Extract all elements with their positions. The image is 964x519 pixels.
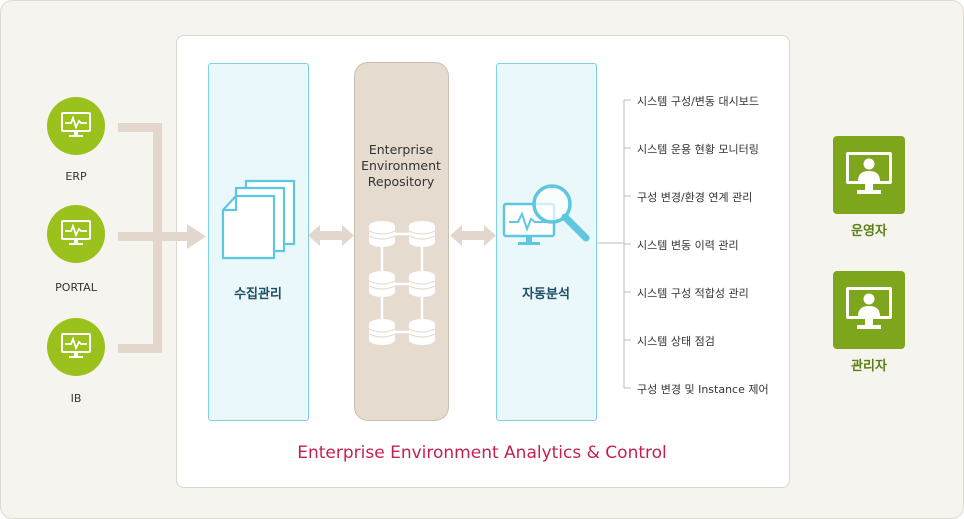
manager-label: 관리자: [851, 359, 887, 374]
operator-label: 운영자: [851, 224, 887, 239]
analysis-title: 자동분석: [522, 287, 570, 302]
repository-title: Enterprise Environment Repository: [353, 142, 449, 190]
monitor-pulse-icon: [61, 220, 91, 245]
erp-connector: [118, 123, 162, 132]
ib-connector: [118, 344, 162, 353]
portal-connector: [118, 232, 162, 241]
documents-icon: [221, 179, 296, 260]
manager-node: [833, 271, 905, 349]
platform-title: Enterprise Environment Analytics & Contr…: [297, 443, 667, 463]
function-item: 시스템 변동 이력 관리: [637, 239, 739, 252]
monitor-pulse-icon: [61, 112, 91, 137]
function-item: 시스템 구성/변동 대시보드: [637, 95, 760, 108]
ib-node: [47, 318, 105, 376]
function-item: 시스템 구성 적합성 관리: [637, 287, 749, 300]
ib-label: IB: [70, 392, 82, 405]
operator-node: [833, 136, 905, 214]
function-bracket: [597, 99, 631, 389]
function-item: 구성 변경/환경 연계 관리: [637, 191, 753, 204]
erp-label: ERP: [65, 170, 87, 183]
portal-label: PORTAL: [55, 281, 97, 294]
analysis-panel: [496, 63, 597, 421]
erp-node: [47, 97, 105, 155]
arrow-right-1: [342, 225, 354, 246]
bus-to-collection: [153, 232, 189, 241]
arrow-left-2: [450, 225, 462, 246]
function-item: 시스템 상태 점검: [637, 335, 715, 348]
repository-title-line-1: Enterprise: [368, 142, 434, 157]
monitor-magnifier-icon: [502, 184, 590, 245]
arrow-left-1: [308, 225, 320, 246]
function-item: 구성 변경 및 Instance 제어: [637, 383, 769, 396]
function-item: 시스템 운용 현황 모니터링: [637, 143, 759, 156]
arrow-right-2: [484, 225, 496, 246]
database-icon: [368, 221, 436, 345]
user-monitor-icon: [846, 152, 892, 194]
user-monitor-icon: [846, 287, 892, 329]
arrow-to-collection: [187, 224, 206, 249]
collection-title: 수집관리: [234, 287, 282, 302]
portal-node: [47, 205, 105, 263]
monitor-pulse-icon: [61, 333, 91, 358]
repository-title-line-2: Environment: [361, 158, 441, 173]
repository-title-line-3: Repository: [367, 174, 435, 189]
